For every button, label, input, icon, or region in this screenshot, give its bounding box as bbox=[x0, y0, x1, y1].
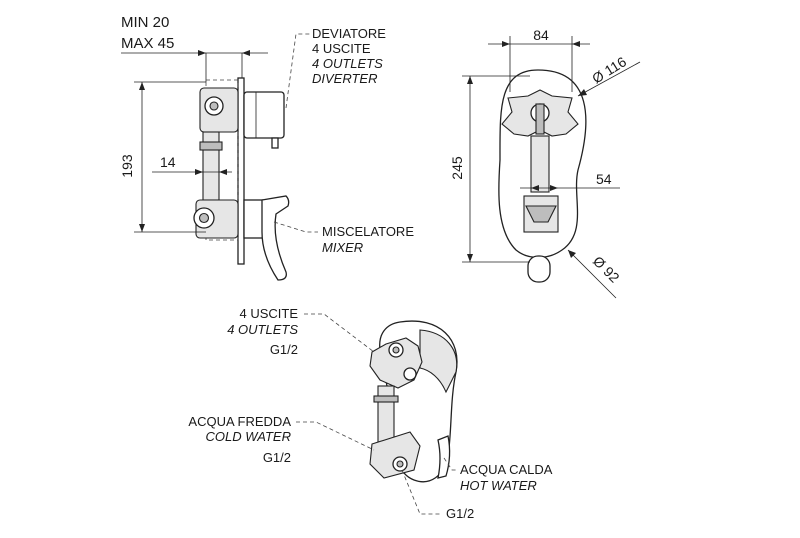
arrowhead bbox=[531, 185, 539, 191]
outlet-port-bore bbox=[209, 101, 219, 111]
hot-thread-leader-line bbox=[401, 469, 440, 515]
hot-water-label-it: ACQUA CALDA bbox=[460, 462, 553, 477]
arrowhead bbox=[578, 89, 587, 96]
diverter-label-it: DEVIATORE bbox=[312, 26, 386, 41]
depth-14-dimension-text: 14 bbox=[160, 154, 176, 170]
mixer-label-en: MIXER bbox=[322, 240, 363, 255]
cold-water-thread: G1/2 bbox=[263, 450, 291, 465]
outlets-label-it: 4 USCITE bbox=[239, 306, 298, 321]
outlets-label-en: 4 OUTLETS bbox=[227, 322, 298, 337]
front-view: 84 245 54 Ø 116 Ø 92 bbox=[449, 27, 641, 299]
diverter-leader-line bbox=[285, 33, 310, 109]
isometric-view: 4 USCITE 4 OUTLETS G1/2 ACQUA FREDDA COL… bbox=[188, 306, 552, 521]
iso-hot-inlet-bore bbox=[396, 460, 404, 468]
height-245-text: 245 bbox=[449, 156, 465, 180]
diameter-92-text: Ø 92 bbox=[590, 253, 623, 286]
height-dimension-text: 193 bbox=[119, 154, 135, 178]
arrowhead bbox=[467, 254, 473, 262]
hot-water-label-en: HOT WATER bbox=[460, 478, 537, 493]
diverter-outlets-en: 4 OUTLETS bbox=[312, 56, 383, 71]
iso-pipe bbox=[377, 385, 395, 447]
iso-mixer-lever bbox=[437, 435, 451, 479]
arrowhead bbox=[502, 41, 510, 47]
inlet-port-bore bbox=[198, 212, 210, 224]
min-depth-label: MIN 20 bbox=[121, 14, 169, 31]
arrowhead bbox=[242, 50, 250, 56]
hot-leader-line bbox=[443, 457, 458, 471]
cold-water-label-it: ACQUA FREDDA bbox=[188, 414, 291, 429]
iso-mixer-body bbox=[369, 431, 421, 479]
mixer-cartridge-cover bbox=[243, 199, 265, 239]
arrowhead bbox=[550, 185, 558, 191]
cold-leader-line bbox=[296, 421, 375, 451]
arrowhead bbox=[467, 76, 473, 84]
arrowhead bbox=[139, 224, 145, 232]
iso-outlet-port bbox=[403, 367, 417, 381]
diameter-116-leader bbox=[577, 61, 641, 97]
wall-plate bbox=[237, 77, 245, 265]
arrowhead bbox=[139, 82, 145, 90]
diverter-star bbox=[501, 89, 579, 137]
arrowhead bbox=[219, 169, 227, 175]
side-view: MIN 20 MAX 45 bbox=[119, 14, 414, 281]
width-dimension-text: 84 bbox=[533, 27, 549, 43]
diverter-label-en: DIVERTER bbox=[312, 71, 378, 86]
pipe-collar bbox=[199, 141, 223, 151]
arrowhead bbox=[195, 169, 203, 175]
diverter-spindle bbox=[535, 103, 545, 135]
outlets-thread: G1/2 bbox=[270, 342, 298, 357]
arrowhead bbox=[572, 41, 580, 47]
diameter-92-leader bbox=[567, 249, 617, 299]
iso-rear-housing bbox=[419, 329, 458, 394]
knob-pin bbox=[271, 137, 279, 149]
inner-width-text: 54 bbox=[596, 171, 612, 187]
front-pipe bbox=[530, 135, 550, 193]
outlets-leader-line bbox=[304, 313, 375, 353]
diverter-outlets-it: 4 USCITE bbox=[312, 41, 371, 56]
lever-tip bbox=[527, 255, 551, 283]
hot-water-thread: G1/2 bbox=[446, 506, 474, 521]
mixer-lever bbox=[261, 195, 290, 281]
mixer-leader-line bbox=[273, 221, 318, 233]
arrowhead bbox=[568, 250, 576, 258]
cold-water-label-en: COLD WATER bbox=[206, 429, 291, 444]
mixer-label-it: MISCELATORE bbox=[322, 224, 414, 239]
arrowhead bbox=[198, 50, 206, 56]
max-depth-label: MAX 45 bbox=[121, 35, 174, 52]
mixer-cartridge bbox=[525, 205, 557, 223]
diameter-116-text: Ø 116 bbox=[589, 53, 629, 86]
iso-port-bore bbox=[392, 346, 400, 354]
diverter-knob bbox=[243, 91, 285, 139]
iso-pipe-collar bbox=[373, 395, 399, 403]
